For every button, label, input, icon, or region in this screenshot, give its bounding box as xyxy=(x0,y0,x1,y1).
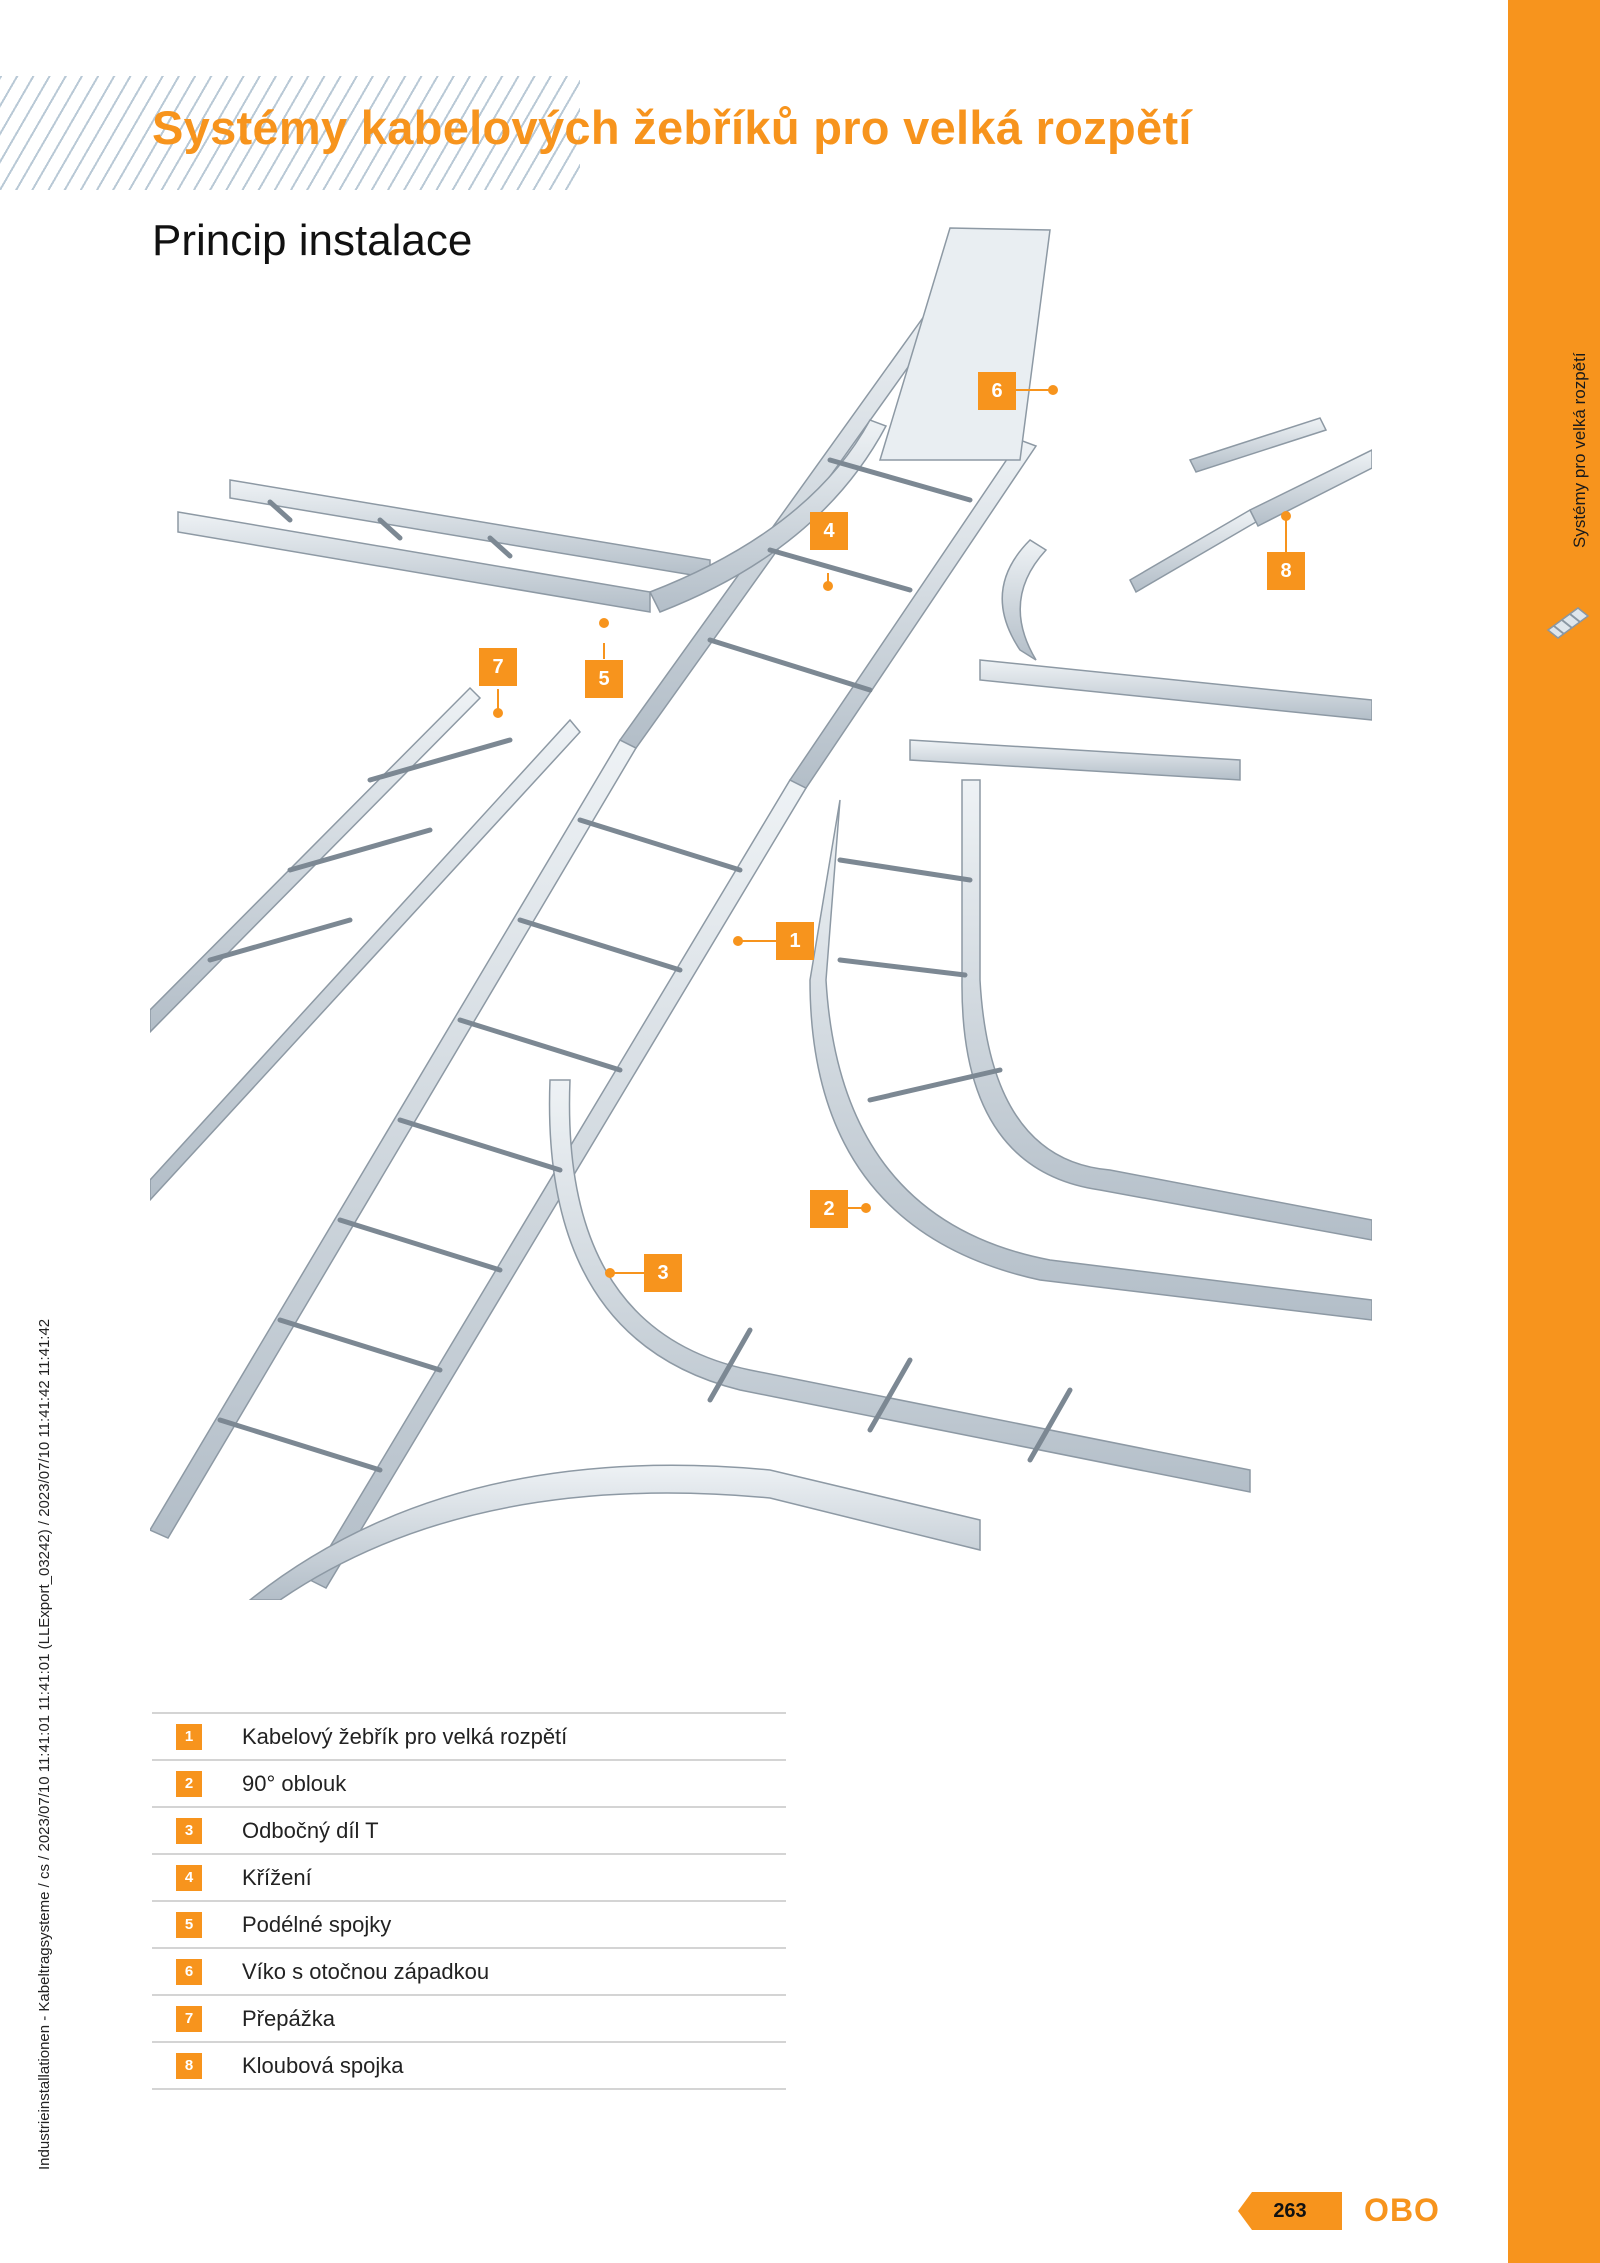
legend-row: 6 Víko s otočnou západkou xyxy=(152,1947,786,1994)
chapter-label: Systémy pro velká rozpětí xyxy=(1570,352,1589,548)
document-meta: Industrieinstallationen - Kabeltragsyste… xyxy=(36,1318,53,2170)
legend-number: 7 xyxy=(176,2005,202,2032)
callout-7: 7 xyxy=(479,648,517,686)
legend-label: Víko s otočnou západkou xyxy=(242,1958,490,1984)
legend-number: 3 xyxy=(176,1817,202,1844)
callout-8: 8 xyxy=(1267,552,1305,590)
legend-number: 5 xyxy=(176,1911,202,1938)
callout-2: 2 xyxy=(810,1190,848,1228)
legend-number: 4 xyxy=(176,1864,202,1891)
legend-number: 8 xyxy=(176,2052,202,2079)
parts-legend: 1 Kabelový žebřík pro velká rozpětí 2 90… xyxy=(152,1712,786,2090)
chapter-sidebar xyxy=(1508,0,1600,2263)
callout-5: 5 xyxy=(585,660,623,698)
legend-row: 7 Přepážka xyxy=(152,1994,786,2041)
legend-row: 3 Odbočný díl T xyxy=(152,1806,786,1853)
callout-6: 6 xyxy=(978,372,1016,410)
page-subtitle: Princip instalace xyxy=(152,216,473,265)
legend-row: 2 90° oblouk xyxy=(152,1759,786,1806)
legend-number: 6 xyxy=(176,1958,202,1985)
cable-ladder-icon xyxy=(1546,607,1590,639)
legend-label: Kabelový žebřík pro velká rozpětí xyxy=(242,1723,568,1749)
brand-logo: OBO xyxy=(1364,2191,1440,2228)
callout-3: 3 xyxy=(644,1254,682,1292)
legend-number: 1 xyxy=(176,1723,202,1750)
callout-1: 1 xyxy=(776,922,814,960)
legend-row: 8 Kloubová spojka xyxy=(152,2041,786,2090)
legend-label: Odbočný díl T xyxy=(242,1817,379,1843)
legend-number: 2 xyxy=(176,1770,202,1797)
page-title: Systémy kabelových žebříků pro velká roz… xyxy=(152,101,1192,154)
legend-row: 4 Křížení xyxy=(152,1853,786,1900)
legend-label: Křížení xyxy=(242,1864,312,1890)
header-hatch-decoration xyxy=(0,76,580,190)
legend-label: 90° oblouk xyxy=(242,1770,347,1796)
legend-label: Přepážka xyxy=(242,2005,335,2031)
cable-ladder-illustration xyxy=(150,227,1372,1600)
callout-4: 4 xyxy=(810,512,848,550)
legend-label: Kloubová spojka xyxy=(242,2052,404,2078)
legend-label: Podélné spojky xyxy=(242,1911,392,1937)
legend-row: 5 Podélné spojky xyxy=(152,1900,786,1947)
page-number: 263 xyxy=(1238,2192,1342,2230)
legend-row: 1 Kabelový žebřík pro velká rozpětí xyxy=(152,1712,786,1759)
